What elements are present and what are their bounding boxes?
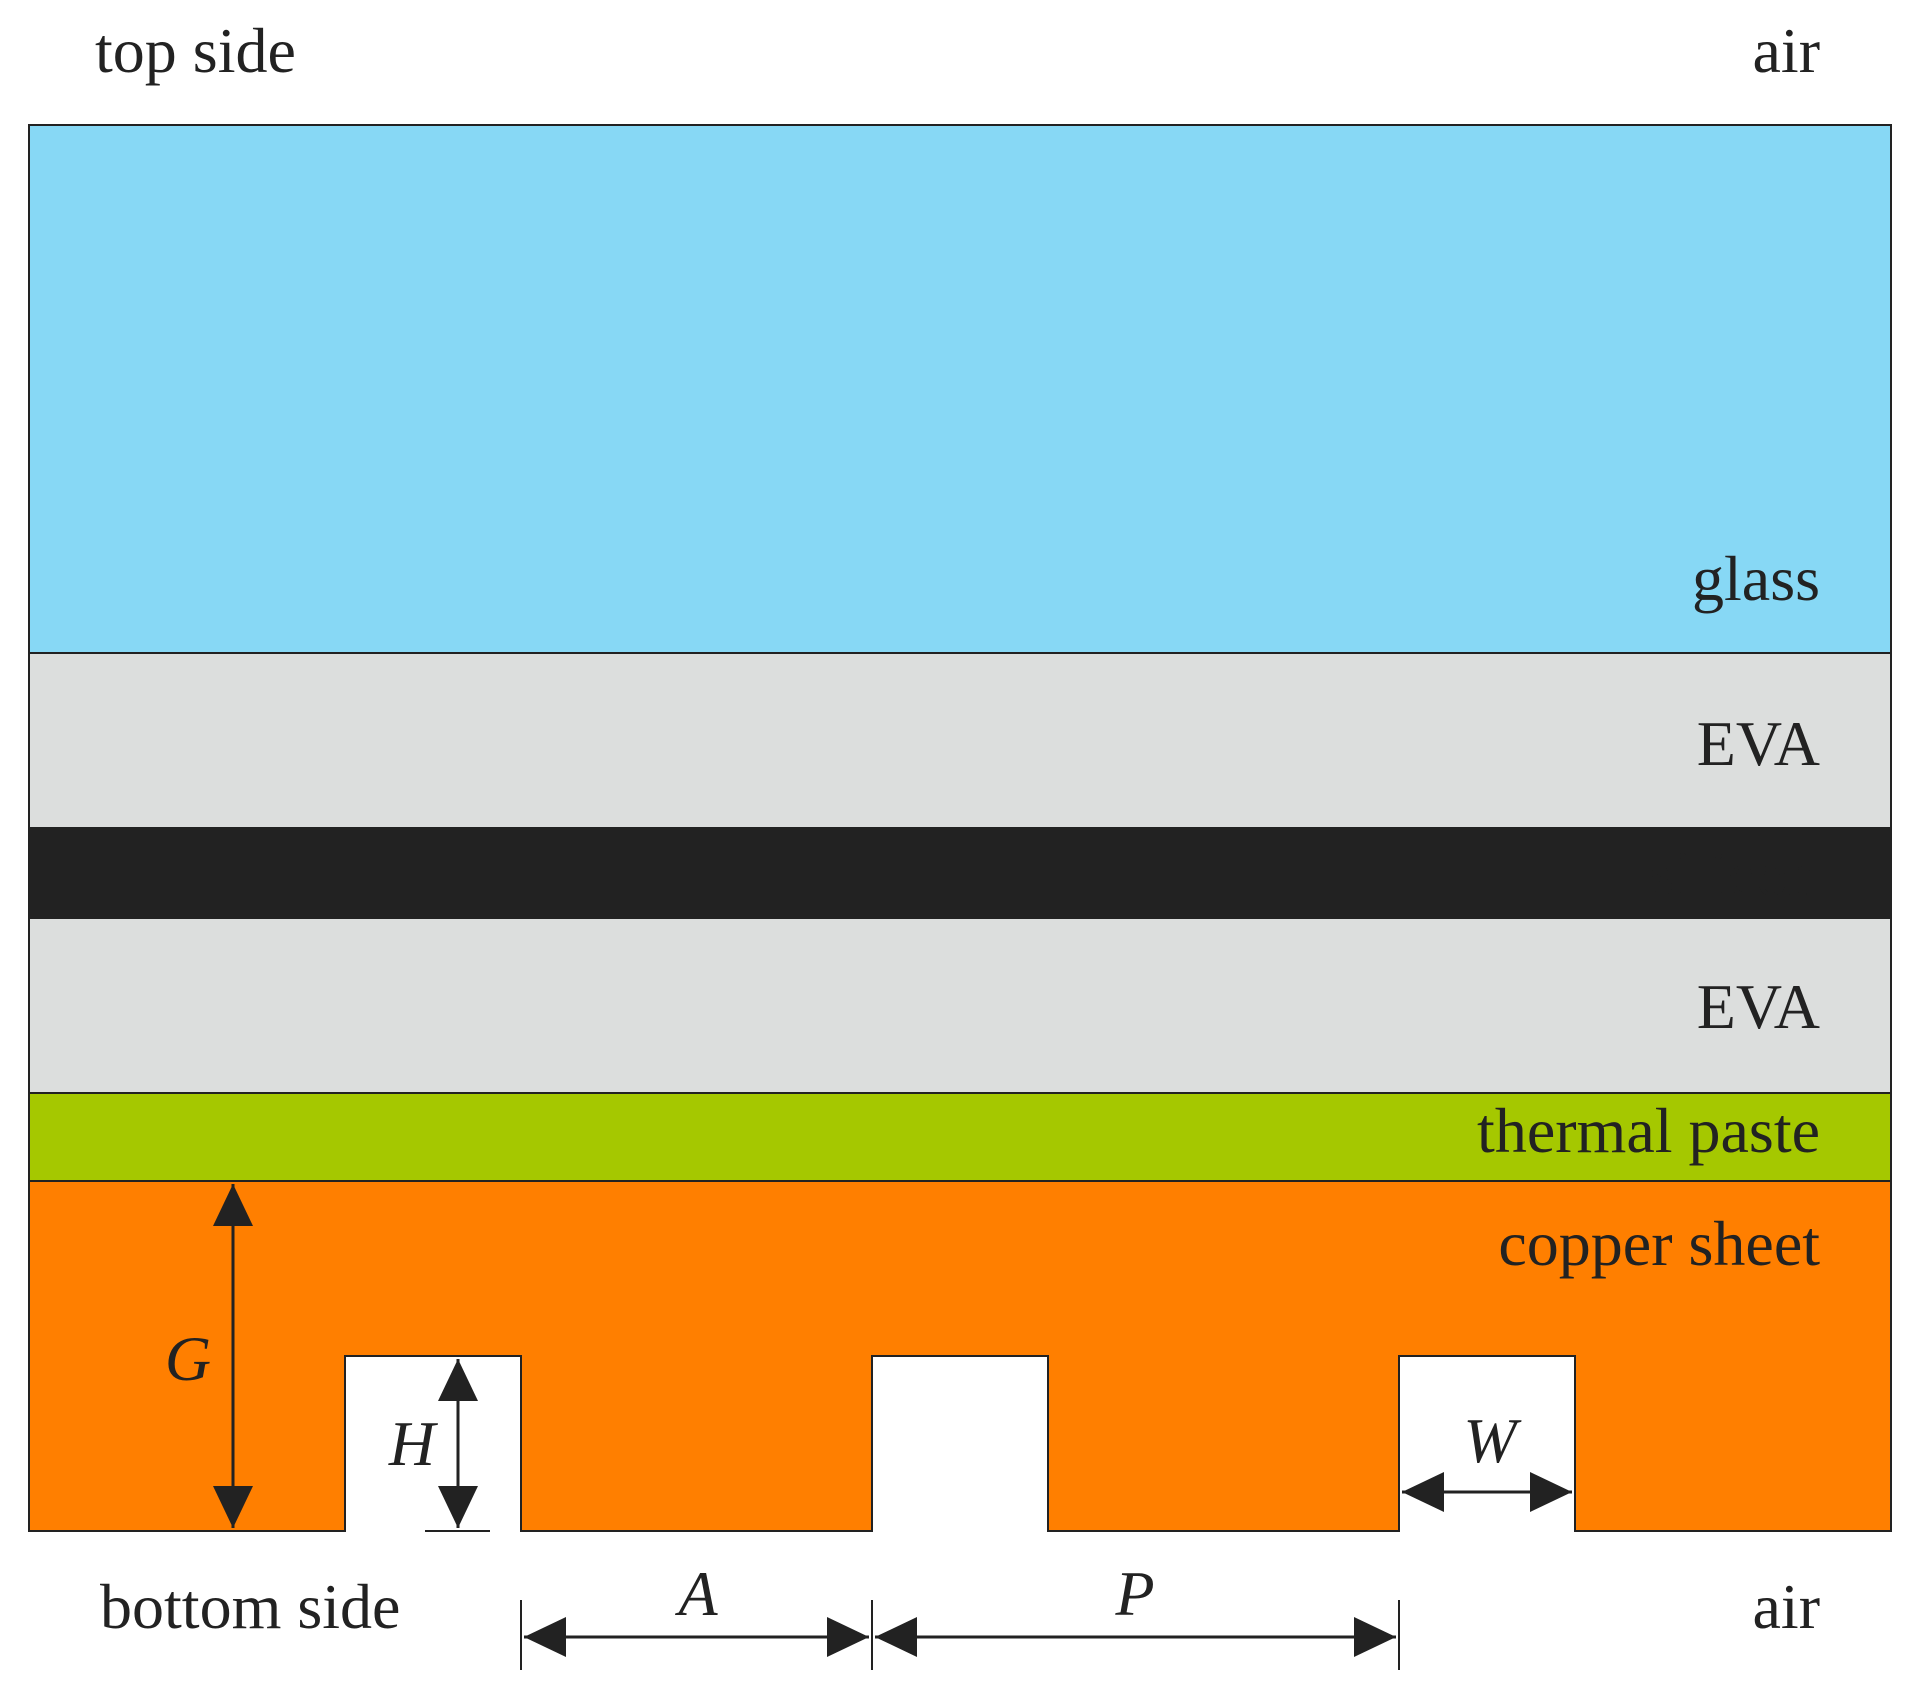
dimension-a-label: A xyxy=(674,1558,718,1629)
copper-sheet-layer xyxy=(28,1180,1892,1532)
dimension-g-label: G xyxy=(165,1323,211,1394)
dimension-h-arrowhead-top xyxy=(438,1359,478,1401)
thermal-paste-label: thermal paste xyxy=(1477,1095,1820,1166)
dimension-g-arrowhead-top xyxy=(213,1184,253,1226)
dimension-w-arrowhead-right xyxy=(1530,1472,1572,1512)
top-side-label: top side xyxy=(95,15,296,86)
dimension-p-label: P xyxy=(1114,1558,1154,1629)
eva-bottom-layer xyxy=(28,917,1892,1094)
dimension-a-arrowhead-right xyxy=(827,1617,869,1657)
bottom-air-label: air xyxy=(1753,1571,1821,1642)
bottom-side-label: bottom side xyxy=(100,1571,400,1642)
glass-layer xyxy=(28,124,1892,654)
dimension-h-arrowhead-bottom xyxy=(438,1486,478,1528)
top-air-label: air xyxy=(1753,15,1821,86)
dimension-h-label: H xyxy=(388,1408,439,1479)
dimension-p-arrowhead-right xyxy=(1354,1617,1396,1657)
eva-top-label: EVA xyxy=(1697,708,1820,779)
dimension-w-label: W xyxy=(1463,1405,1522,1476)
dimension-a-arrowhead-left xyxy=(524,1617,566,1657)
dimension-w-arrowhead-left xyxy=(1402,1472,1444,1512)
copper-sheet-label: copper sheet xyxy=(1498,1208,1820,1279)
thermal-paste-layer xyxy=(28,1092,1892,1182)
dimension-g-arrowhead-bottom xyxy=(213,1486,253,1528)
dimension-p-arrowhead-left xyxy=(875,1617,917,1657)
eva-bottom-label: EVA xyxy=(1697,971,1820,1042)
silicon-layer xyxy=(28,827,1892,919)
silicon-label: silicon xyxy=(1649,838,1820,909)
glass-label: glass xyxy=(1692,543,1820,614)
eva-top-layer xyxy=(28,652,1892,829)
